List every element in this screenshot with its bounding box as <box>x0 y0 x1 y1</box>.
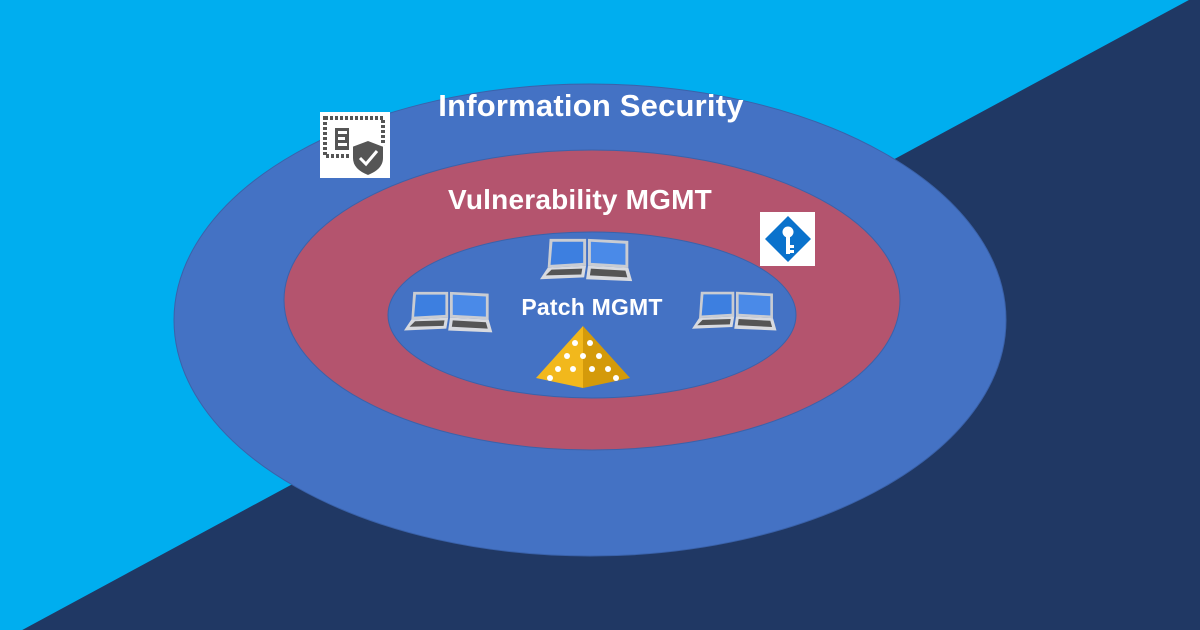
certificate-shield-icon <box>320 112 390 178</box>
information-security-label: Information Security <box>438 88 744 123</box>
ring-patch-mgmt <box>387 231 797 399</box>
pyramid-network-icon <box>536 326 630 388</box>
vulnerability-mgmt-label: Vulnerability MGMT <box>448 184 712 215</box>
key-icon <box>760 212 815 266</box>
patch-mgmt-label: Patch MGMT <box>521 294 663 320</box>
